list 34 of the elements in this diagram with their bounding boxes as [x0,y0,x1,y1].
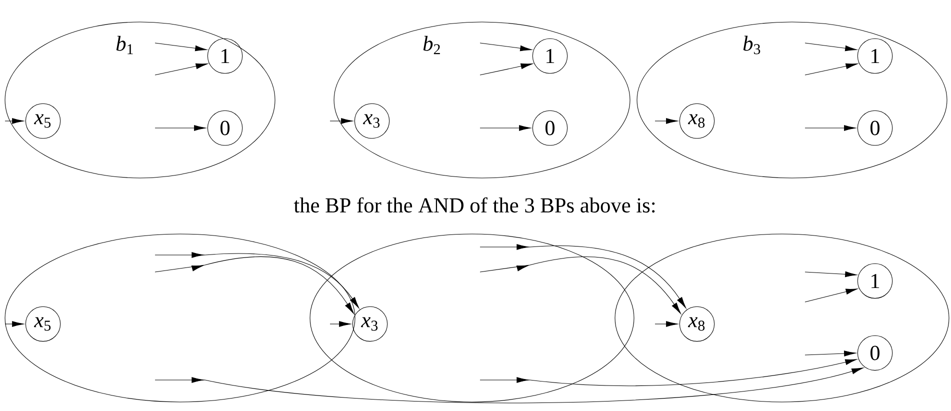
region-ellipse [310,234,634,402]
arrow [804,63,858,76]
region-ellipse [4,234,356,402]
arrow [480,359,857,386]
region-ellipse [636,22,948,178]
arrow [4,321,24,327]
arrow [480,125,531,131]
arrow [804,271,857,278]
arrow [804,125,856,131]
arrow [804,288,858,302]
arrow [154,42,207,52]
arrow [804,42,857,52]
region-ellipse [334,22,630,178]
arrow [154,125,206,131]
region-ellipse [4,22,276,178]
arrow [654,118,678,124]
region-label: b$_{2}$ [423,36,440,54]
arrow [480,42,532,52]
arrow [804,350,856,356]
arrow [154,256,354,314]
arrow [330,118,353,124]
caption-text: the BP for the AND of the 3 BPs above is: [294,197,655,213]
arrow [330,321,351,327]
arrow [480,244,686,308]
arrow [480,256,681,314]
arrow [154,63,208,76]
region-ellipse [614,234,950,402]
region-label: b$_{3}$ [743,36,760,54]
arrow [154,252,360,308]
arrow [4,118,24,124]
region-label: b$_{1}$ [116,36,133,54]
arrow [654,321,678,327]
arrow [154,368,864,404]
arrow [480,63,533,76]
